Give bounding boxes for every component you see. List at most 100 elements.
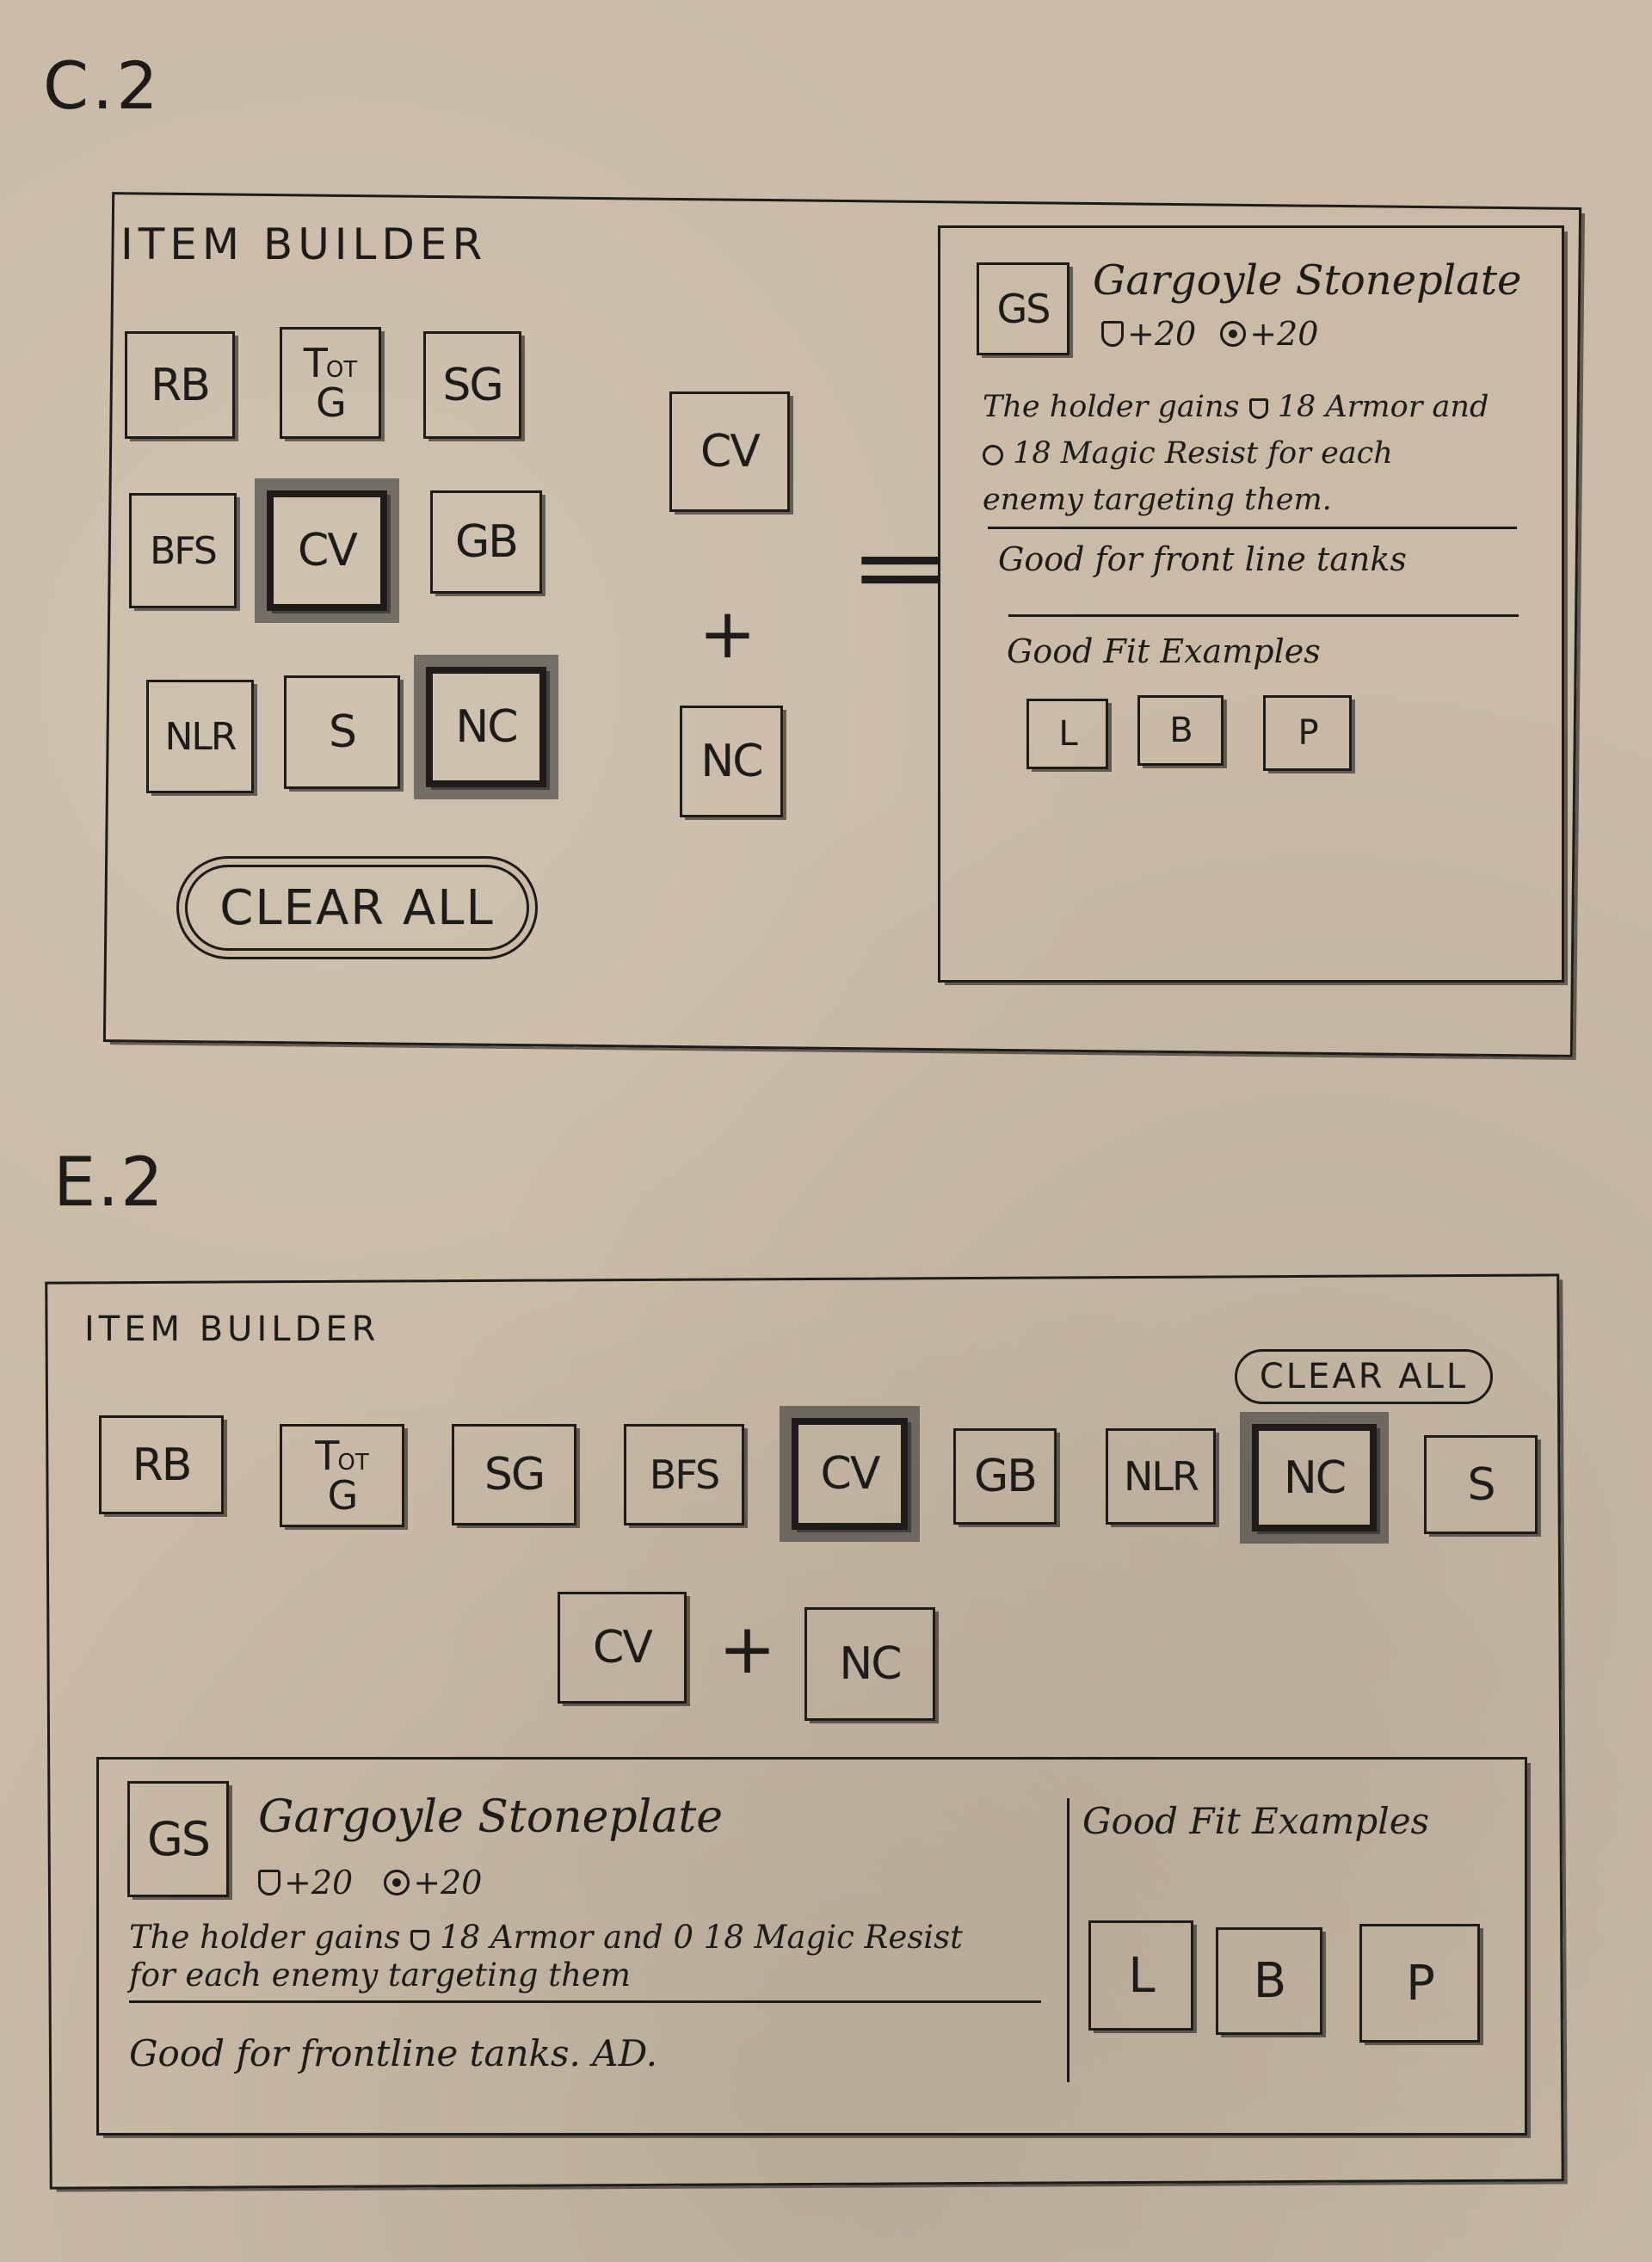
c2-fit-example-p[interactable]: P	[1263, 695, 1352, 771]
c2-item-tile-bfs[interactable]: BFS	[129, 493, 237, 608]
e2-desc-line-1: The holder gains 18 Armor and 0 18 Magic…	[129, 1919, 963, 1956]
c2-item-tile-nc-selected[interactable]: NC	[414, 655, 558, 799]
e2-fit-example-b-label: B	[1253, 1953, 1286, 2009]
e2-good-fit-heading: Good Fit Examples	[1082, 1800, 1430, 1842]
c2-item-tile-s[interactable]: S	[284, 675, 400, 789]
e2-item-tile-tog[interactable]: TOT G	[280, 1424, 404, 1527]
e2-plus-operator: +	[718, 1609, 777, 1689]
c2-desc-line-3: enemy targeting them.	[983, 483, 1332, 517]
c2-result-description: The holder gains 18 Armor and 18 Magic R…	[983, 384, 1542, 523]
c2-good-for-text: Good for front line tanks	[998, 540, 1407, 578]
e2-item-tile-s[interactable]: S	[1424, 1435, 1538, 1534]
e2-combo-first-slot[interactable]: CV	[558, 1592, 687, 1704]
armor-shield-icon	[258, 1870, 280, 1895]
c2-equals-operator: =	[848, 512, 952, 622]
c2-item-tile-tog[interactable]: TOT G	[280, 327, 381, 439]
e2-fit-example-b[interactable]: B	[1216, 1927, 1322, 2035]
c2-clear-all-button[interactable]: CLEAR ALL	[185, 865, 529, 951]
e2-item-tile-cv-label: CV	[820, 1448, 881, 1500]
c2-item-tile-s-label: S	[328, 706, 357, 758]
e2-magic-resist-stat: +20	[384, 1864, 482, 1901]
e2-armor-stat: +20	[258, 1864, 353, 1901]
e2-result-stats: +20 +20	[258, 1864, 482, 1901]
e2-desc-line-2: for each enemy targeting them	[129, 1957, 631, 1994]
c2-item-tile-nlr-label: NLR	[164, 714, 237, 759]
c2-result-stats: +20 +20	[1101, 315, 1318, 353]
c2-item-tile-gb[interactable]: GB	[430, 490, 542, 594]
e2-result-description: The holder gains 18 Armor and 0 18 Magic…	[129, 1919, 1058, 1994]
e2-item-tile-nc-label: NC	[1283, 1452, 1347, 1504]
e2-item-tile-gb[interactable]: GB	[953, 1428, 1057, 1525]
e2-result-icon-gs: GS	[127, 1781, 229, 1897]
e2-item-tile-sg[interactable]: SG	[452, 1424, 576, 1525]
c2-fit-example-b[interactable]: B	[1137, 695, 1224, 766]
e2-item-tile-tog-top: TOT	[315, 1433, 369, 1479]
c2-item-tile-nlr[interactable]: NLR	[146, 680, 254, 793]
c2-item-tile-nc-label: NC	[455, 701, 518, 753]
e2-item-tile-sg-label: SG	[484, 1449, 546, 1501]
e2-item-tile-nc-selected[interactable]: NC	[1240, 1412, 1389, 1544]
c2-plus-operator: +	[699, 594, 757, 674]
e2-fit-example-l[interactable]: L	[1088, 1920, 1193, 2031]
e2-fit-example-l-label: L	[1128, 1947, 1155, 2004]
c2-item-tile-rb-label: RB	[151, 359, 211, 411]
e2-result-icon-label: GS	[146, 1812, 211, 1866]
c2-combo-first-slot[interactable]: CV	[669, 391, 790, 512]
sketch-c2-title: C.2	[43, 47, 162, 124]
e2-combo-second-slot[interactable]: NC	[804, 1607, 935, 1721]
c2-panel-heading: ITEM BUILDER	[120, 219, 488, 269]
c2-combo-first-label: CV	[700, 426, 761, 478]
c2-fit-example-b-label: B	[1169, 711, 1193, 750]
c2-item-tile-tog-top: TOT	[303, 340, 358, 386]
sketch-e2-title: E.2	[53, 1144, 165, 1222]
c2-item-tile-bfs-label: BFS	[150, 528, 218, 573]
c2-item-tile-cv-label: CV	[298, 525, 358, 576]
c2-item-tile-sg[interactable]: SG	[423, 331, 521, 439]
e2-fit-example-p[interactable]: P	[1359, 1924, 1480, 2043]
e2-item-tile-s-label: S	[1467, 1458, 1495, 1511]
c2-combo-second-label: NC	[700, 736, 763, 787]
c2-divider-1	[988, 527, 1517, 529]
c2-item-tile-cv-selected[interactable]: CV	[255, 478, 399, 623]
e2-result-name: Gargoyle Stoneplate	[258, 1791, 723, 1843]
e2-panel-heading: ITEM BUILDER	[84, 1310, 380, 1349]
e2-fit-example-p-label: P	[1406, 1955, 1435, 2012]
magic-resist-icon	[384, 1870, 410, 1895]
c2-item-tile-rb[interactable]: RB	[125, 331, 235, 439]
e2-result-card	[96, 1757, 1527, 2136]
c2-desc-line-1: The holder gains 18 Armor and	[983, 390, 1489, 424]
magic-resist-small-icon	[983, 445, 1003, 465]
armor-shield-icon	[1101, 321, 1124, 347]
e2-clear-all-button[interactable]: CLEAR ALL	[1235, 1349, 1493, 1404]
c2-divider-2	[1008, 614, 1519, 617]
e2-item-tile-gb-label: GB	[974, 1451, 1038, 1502]
e2-combo-second-label: NC	[839, 1638, 902, 1690]
c2-result-icon-gs: GS	[977, 262, 1069, 355]
armor-small-icon	[1248, 398, 1268, 419]
e2-divider	[129, 2000, 1041, 2003]
c2-desc-line-2: 18 Magic Resist for each	[983, 430, 1542, 477]
e2-item-tile-nlr[interactable]: NLR	[1106, 1428, 1216, 1525]
magic-resist-icon	[1220, 321, 1247, 347]
c2-fit-example-l-label: L	[1058, 714, 1077, 754]
e2-item-tile-rb[interactable]: RB	[99, 1415, 224, 1514]
e2-item-tile-bfs[interactable]: BFS	[624, 1424, 744, 1525]
armor-small-icon	[410, 1930, 430, 1951]
e2-item-tile-rb-label: RB	[132, 1439, 193, 1491]
c2-clear-all-label: CLEAR ALL	[219, 879, 495, 936]
c2-good-fit-heading: Good Fit Examples	[1007, 632, 1321, 670]
e2-item-tile-tog-bottom: G	[327, 1472, 359, 1519]
e2-item-tile-bfs-label: BFS	[649, 1452, 720, 1498]
e2-result-card-divider	[1067, 1798, 1069, 2082]
c2-fit-example-l[interactable]: L	[1026, 699, 1108, 769]
c2-item-tile-tog-bottom: G	[316, 379, 347, 426]
c2-combo-second-slot[interactable]: NC	[680, 706, 783, 817]
e2-clear-all-label: CLEAR ALL	[1259, 1357, 1469, 1396]
c2-item-tile-sg-label: SG	[442, 359, 503, 411]
c2-armor-stat: +20	[1101, 315, 1196, 353]
c2-fit-example-p-label: P	[1298, 713, 1318, 753]
c2-result-icon-label: GS	[996, 286, 1051, 332]
e2-item-tile-cv-selected[interactable]: CV	[780, 1406, 920, 1542]
e2-combo-first-label: CV	[593, 1622, 653, 1673]
c2-result-card	[938, 225, 1564, 983]
